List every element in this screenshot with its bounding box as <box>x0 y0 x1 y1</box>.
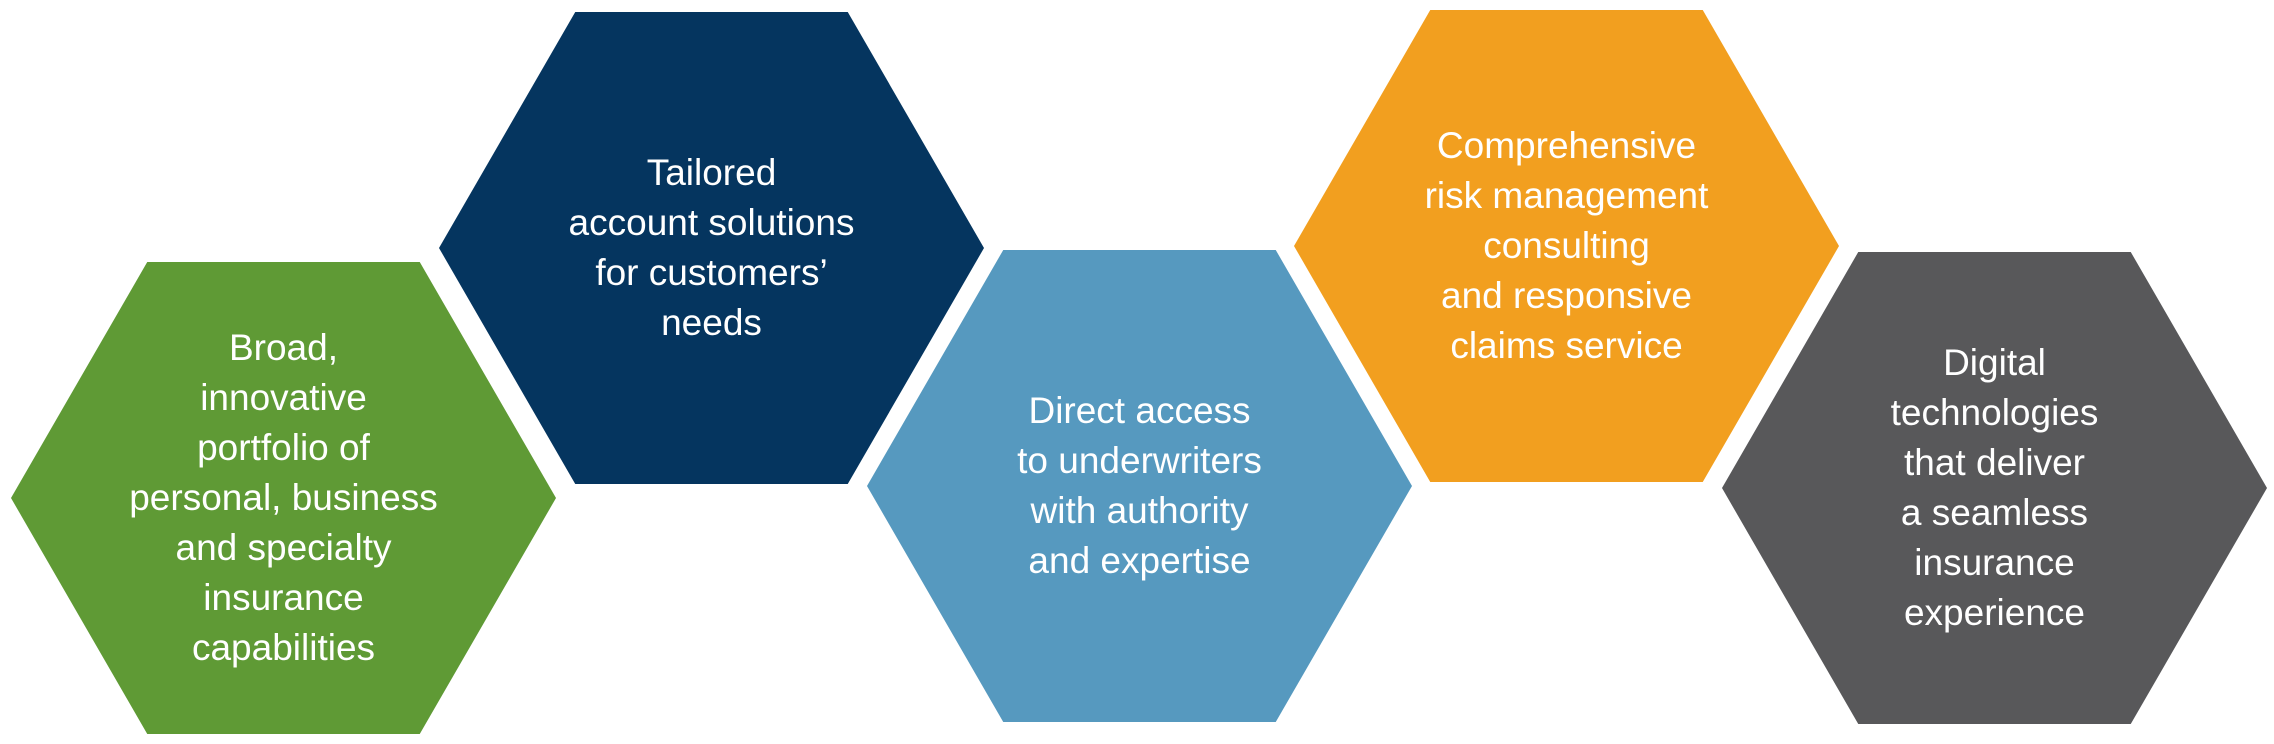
hexagon-risk-management-text: Comprehensive risk management consulting… <box>1424 125 1709 366</box>
hexagon-portfolio-text: Broad, innovative portfolio of personal,… <box>129 327 438 668</box>
hexagon-risk-management: Comprehensive risk management consulting… <box>1294 10 1839 482</box>
hexagon-underwriter-access: Direct access to underwriters with autho… <box>867 250 1412 722</box>
hexagon-tailored-solutions: Tailored account solutions for customers… <box>439 12 984 484</box>
hexagon-portfolio: Broad, innovative portfolio of personal,… <box>11 262 556 734</box>
hexagon-tailored-solutions-text: Tailored account solutions for customers… <box>568 152 855 343</box>
hexagon-digital-technologies-text: Digital technologies that deliver a seam… <box>1890 342 2099 633</box>
hexagon-underwriter-access-text: Direct access to underwriters with autho… <box>1017 390 1262 581</box>
hexagon-digital-technologies: Digital technologies that deliver a seam… <box>1722 252 2267 724</box>
